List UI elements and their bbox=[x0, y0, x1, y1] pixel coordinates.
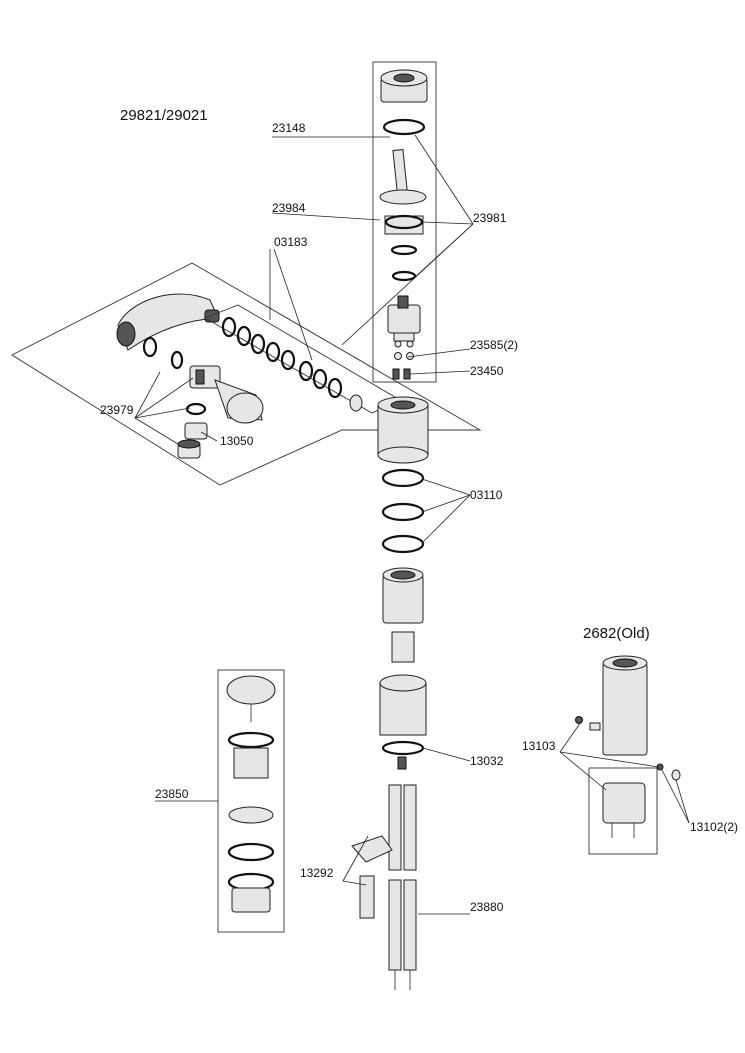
label-23585: 23585(2) bbox=[470, 338, 518, 352]
old-model-box bbox=[588, 767, 658, 855]
small-ring-b bbox=[391, 270, 417, 282]
label-03183: 03183 bbox=[274, 235, 308, 249]
label-23850: 23850 bbox=[155, 787, 189, 801]
small-ring-a bbox=[390, 244, 418, 256]
main-model-title: 29821/29021 bbox=[120, 107, 208, 124]
ring-23148 bbox=[382, 118, 426, 136]
cartridge-box bbox=[372, 61, 437, 383]
label-23148: 23148 bbox=[272, 121, 306, 135]
label-13102: 13102(2) bbox=[690, 820, 738, 834]
label-13050: 13050 bbox=[220, 434, 254, 448]
fixing-13292 bbox=[351, 835, 393, 919]
label-13032: 13032 bbox=[470, 754, 504, 768]
label-03110: 03110 bbox=[470, 488, 503, 502]
old-cartridge-2682 bbox=[575, 655, 681, 838]
alt-model-title: 2682(Old) bbox=[583, 625, 650, 642]
mixer-body-part bbox=[377, 396, 429, 464]
label-23979: 23979 bbox=[100, 403, 134, 417]
washer-b bbox=[170, 350, 184, 370]
aerator-13050 bbox=[177, 422, 208, 459]
label-23981: 23981 bbox=[473, 211, 507, 225]
label-23880: 23880 bbox=[470, 900, 504, 914]
label-13292: 13292 bbox=[300, 866, 334, 880]
nut-part bbox=[384, 214, 424, 235]
washer-c bbox=[185, 402, 207, 416]
sleeve-13032 bbox=[379, 674, 427, 756]
hoses-23880 bbox=[388, 756, 417, 990]
cartridge-group bbox=[372, 61, 437, 383]
lever-part bbox=[379, 149, 427, 205]
washer-a bbox=[142, 336, 158, 358]
label-23450: 23450 bbox=[470, 364, 504, 378]
label-13103: 13103 bbox=[522, 739, 556, 753]
waste-23850 bbox=[226, 675, 276, 913]
hand-shower-part bbox=[116, 293, 220, 351]
leader-lines bbox=[134, 134, 690, 915]
diverter-part bbox=[189, 365, 221, 389]
seals-23450 bbox=[392, 368, 411, 380]
cap-part bbox=[380, 69, 428, 103]
spout-body-part bbox=[214, 379, 264, 424]
hose-seals-03183 bbox=[221, 316, 363, 412]
connector-part bbox=[382, 567, 424, 663]
screws-23585 bbox=[394, 340, 414, 360]
label-23984: 23984 bbox=[272, 201, 306, 215]
o-rings-03110 bbox=[381, 468, 425, 554]
cartridge-body-part bbox=[387, 295, 421, 342]
